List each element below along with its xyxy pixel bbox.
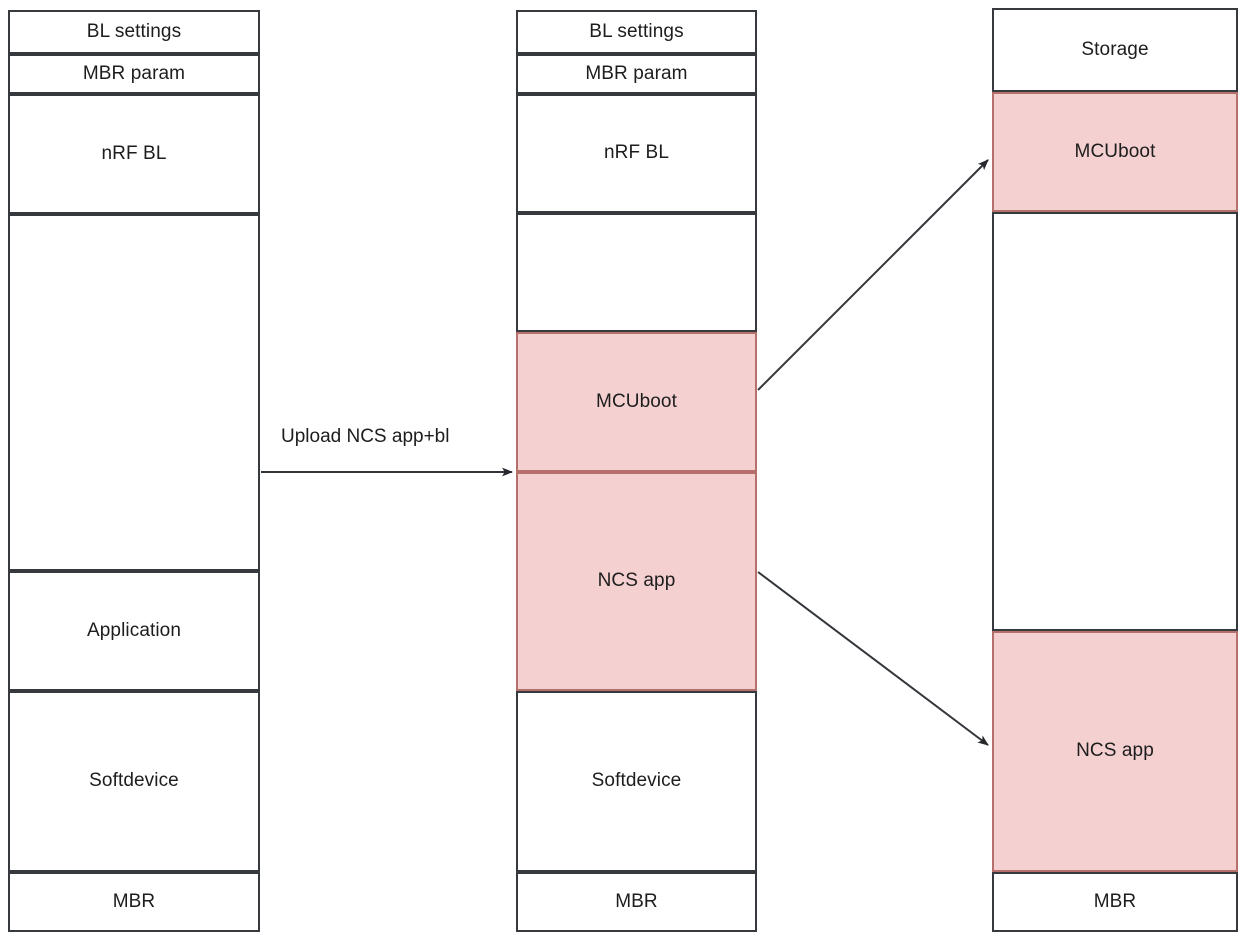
segment-application[interactable]: Application <box>8 571 260 691</box>
segment-empty[interactable] <box>992 212 1238 631</box>
segment-nrf-bl[interactable]: nRF BL <box>516 94 757 213</box>
arrow-mcuboot-move <box>757 159 989 391</box>
segment-softdevice[interactable]: Softdevice <box>8 691 260 872</box>
segment-ncs-app[interactable]: NCS app <box>992 631 1238 872</box>
arrow-ncs-app-move <box>757 571 989 746</box>
segment-mbr[interactable]: MBR <box>516 872 757 932</box>
segment-softdevice[interactable]: Softdevice <box>516 691 757 872</box>
segment-empty[interactable] <box>8 214 260 571</box>
arrow-upload-label: Upload NCS app+bl <box>281 426 450 447</box>
segment-mbr[interactable]: MBR <box>992 872 1238 932</box>
segment-empty[interactable] <box>516 213 757 332</box>
